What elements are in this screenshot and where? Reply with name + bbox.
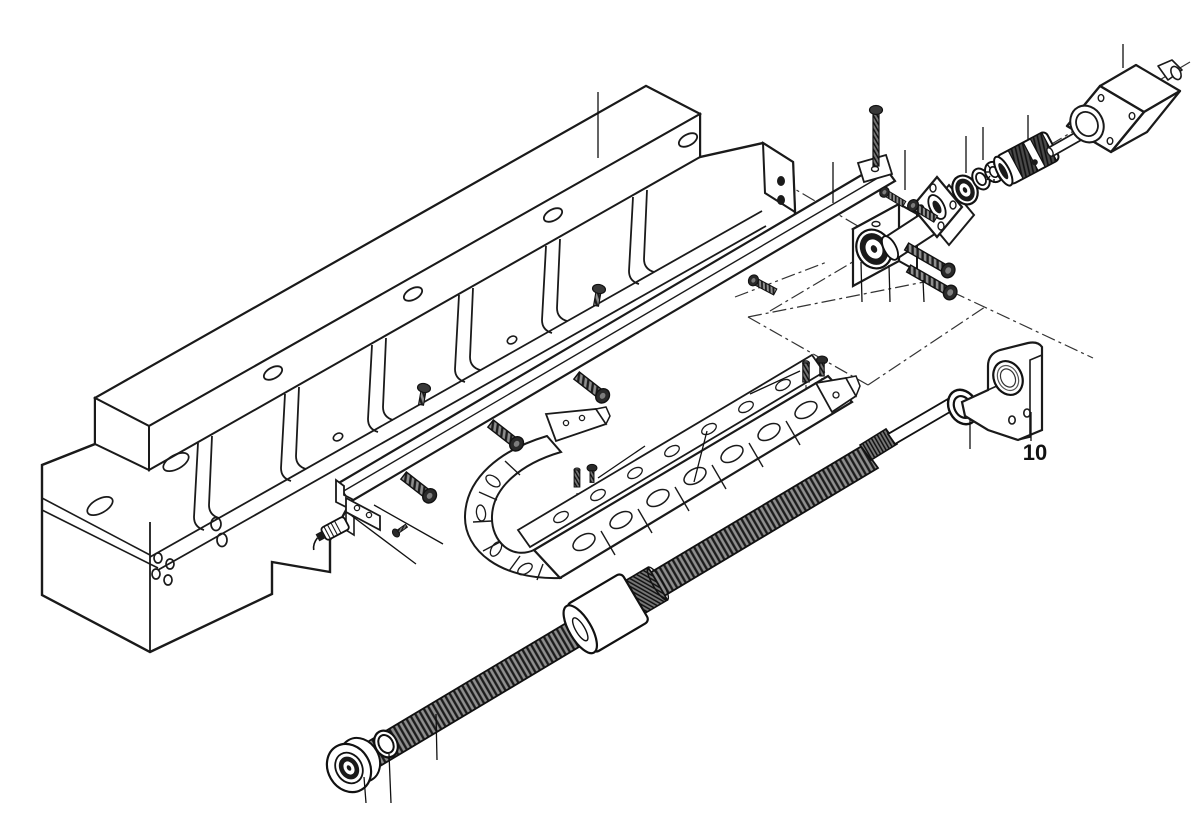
end-bearing [325,736,382,794]
leader-lines [351,44,1124,804]
wall-top-edge [157,225,767,571]
block-holes [86,452,228,586]
limit-switch-sensor [312,496,410,551]
motor-rear-stub [1157,59,1183,81]
set-screw [802,360,810,383]
cap-screw [586,463,598,483]
stepper-motor [1046,59,1183,157]
mounting-plane-edge [747,316,869,386]
loose-screw [745,272,779,298]
rib-gussets [193,189,655,531]
loose-screw [571,368,614,407]
beam-mount-holes [262,132,699,381]
mounting-plane-edge [747,280,930,318]
end-washer [373,729,399,759]
set-screw [573,467,581,488]
ball-bearing [951,174,979,206]
channel-floor-edge [149,210,763,558]
base-beam-weldment [40,84,797,654]
retainer-bracket [960,341,1044,442]
lead-screw-journal [886,397,957,446]
shaft-coupling [993,131,1060,187]
sensor-body [312,516,350,551]
sensor-screw [390,521,410,539]
rail-clamp-screw [868,104,884,167]
beam-left-end [94,396,150,472]
mounting-plane-edge [867,306,986,386]
grub-screw [877,184,908,210]
chain-fixed-bracket [544,408,608,443]
lead-screw [325,397,957,794]
screw-hole-centerline [734,261,828,298]
cable-drag-chain [463,353,861,581]
callout-10-label: 10 [1023,440,1047,465]
lead-screw-nut [562,566,670,655]
loose-screw [398,468,441,507]
loose-screw [485,416,528,455]
